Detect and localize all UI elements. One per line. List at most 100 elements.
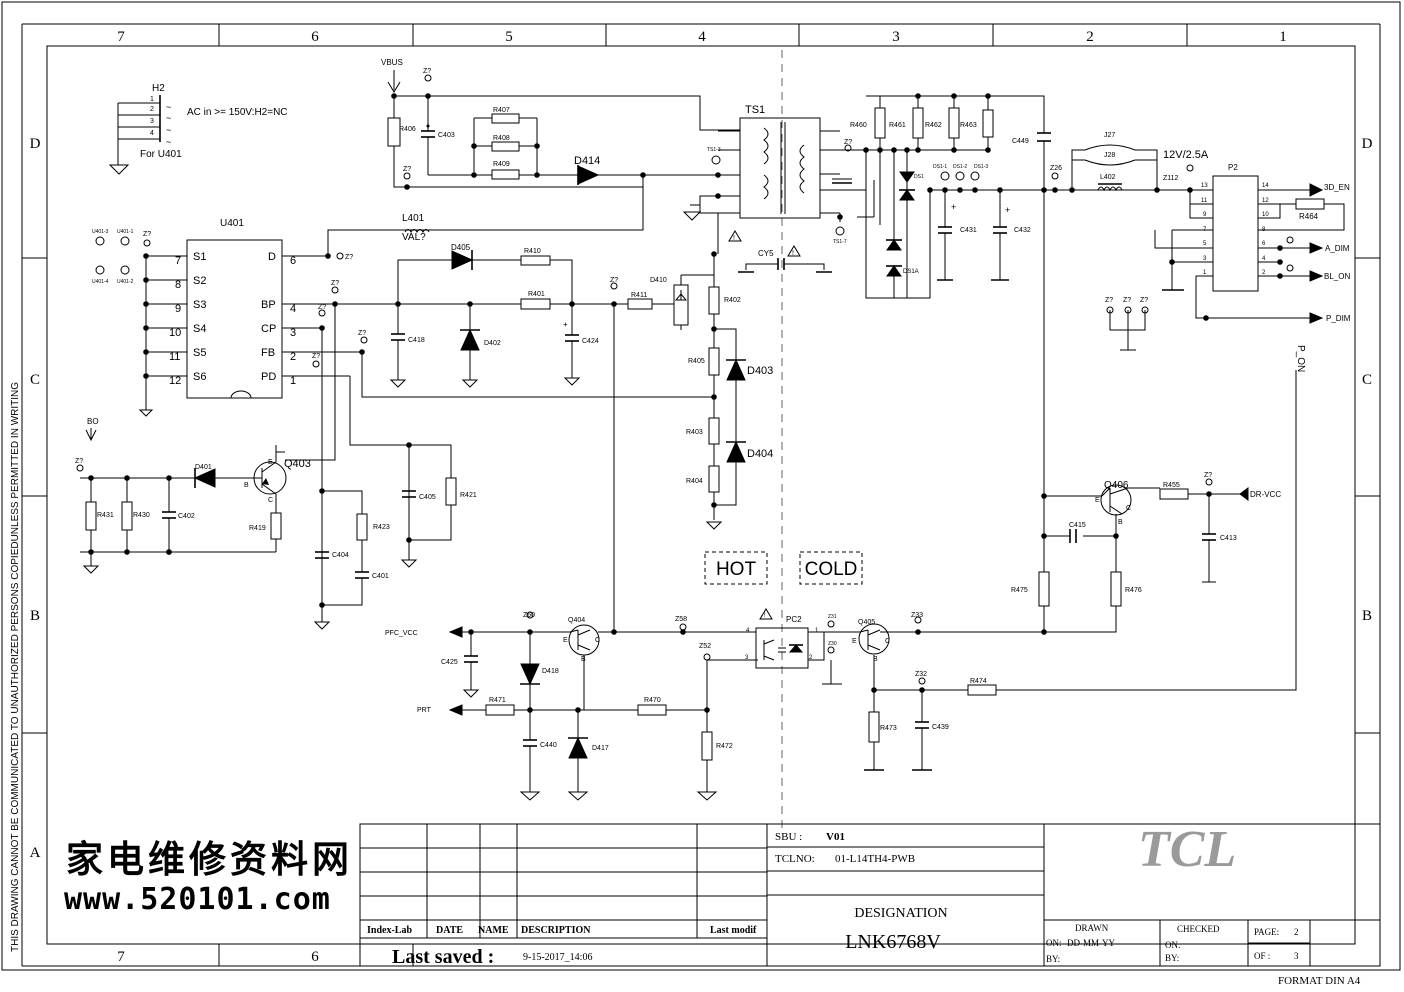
svg-text:PC2: PC2: [786, 615, 802, 624]
svg-text:+: +: [1005, 205, 1010, 215]
startup-network: D405 R410 R401 Z? C418 D402 + C424 R411 …: [389, 243, 714, 630]
svg-text:D403: D403: [747, 365, 773, 377]
svg-text:D405: D405: [451, 243, 471, 252]
svg-text:Z33: Z33: [911, 612, 923, 619]
svg-text:4: 4: [150, 130, 154, 137]
col-label: 5: [505, 29, 513, 45]
svg-text:Z?: Z?: [1123, 297, 1131, 304]
svg-text:L402: L402: [1100, 174, 1116, 181]
svg-text:C: C: [268, 497, 273, 504]
svg-text:3: 3: [745, 655, 749, 661]
svg-text:TS1-7: TS1-7: [833, 239, 847, 245]
svg-text:Z?: Z?: [312, 353, 320, 360]
row-label: B: [30, 608, 40, 624]
u401-right-wiring: Z? Z? Z? Z? Z?: [282, 175, 714, 605]
col-description: DESCRIPTION: [521, 925, 591, 936]
inner-border: [46, 45, 1356, 945]
h2-ref: H2: [152, 83, 165, 94]
svg-text:C401: C401: [372, 573, 389, 580]
outer-border: [1, 1, 1401, 971]
designation-value: LNK6768V: [845, 931, 941, 953]
checked-label: CHECKED: [1177, 924, 1220, 934]
h2-for-note: For U401: [140, 149, 182, 160]
svg-text:R470: R470: [644, 697, 661, 704]
row-label: D: [30, 136, 41, 152]
svg-text:DS1A: DS1A: [903, 269, 919, 275]
svg-text:Z?: Z?: [75, 458, 83, 465]
svg-text:C432: C432: [1014, 227, 1031, 234]
last-saved-value: 9-15-2017_14:06: [523, 952, 592, 963]
column-dividers: [22, 24, 1380, 966]
svg-text:S2: S2: [193, 275, 206, 287]
designation-label: DESIGNATION: [854, 906, 947, 921]
svg-text:+: +: [563, 320, 568, 329]
col-label: 3: [892, 29, 900, 45]
svg-text:B: B: [873, 656, 878, 663]
svg-text:Z?: Z?: [844, 139, 852, 146]
svg-text:A_DIM: A_DIM: [1325, 244, 1350, 253]
of-label: OF :: [1254, 951, 1270, 961]
drawn-label: DRAWN: [1075, 923, 1109, 933]
svg-text:C424: C424: [582, 338, 599, 345]
svg-text:C425: C425: [441, 659, 458, 666]
checked-on-label: ON:: [1165, 940, 1181, 950]
svg-text:1: 1: [1203, 270, 1207, 276]
svg-text:E: E: [852, 638, 857, 645]
svg-text:C405: C405: [419, 494, 436, 501]
col-last-modif: Last modif: [710, 925, 757, 936]
svg-text:D401: D401: [195, 464, 212, 471]
watermark-cn: 家电维修资料网: [66, 838, 353, 881]
svg-text:6: 6: [290, 255, 296, 267]
svg-text:P_DIM: P_DIM: [1326, 314, 1351, 323]
col-label: 1: [1279, 29, 1287, 45]
svg-text:R407: R407: [493, 107, 510, 114]
svg-text:R419: R419: [249, 525, 266, 532]
svg-text:FB: FB: [261, 347, 275, 359]
svg-text:BP: BP: [261, 299, 276, 311]
svg-text:R474: R474: [970, 678, 987, 685]
watermark: 家电维修资料网 www.520101.com: [64, 838, 353, 917]
svg-text:D404: D404: [747, 448, 773, 460]
row-labels: D C B A D C B: [30, 136, 1373, 861]
svg-text:C403: C403: [438, 132, 455, 139]
secondary-output: C449 R460 R461 R462 R463 DS1 DS1A DS1-1 …: [850, 93, 1300, 632]
brownout-network: BO Z? D401 R431 R430 C402 Q403 EBC R419: [75, 417, 311, 574]
svg-text:1: 1: [150, 96, 154, 103]
svg-text:C: C: [595, 637, 600, 644]
snubber-network: VBUS Z? R406 C403 Z? R407 R408 R409 D414: [381, 58, 740, 190]
svg-text:L401: L401: [402, 213, 425, 224]
u401-ref: U401: [220, 218, 244, 229]
svg-text:C402: C402: [178, 513, 195, 520]
last-saved-label: Last saved :: [392, 946, 494, 968]
svg-text:D402: D402: [484, 340, 501, 347]
svg-text:Q406: Q406: [1104, 480, 1129, 491]
svg-text:6: 6: [1262, 241, 1266, 247]
svg-text:C440: C440: [540, 742, 557, 749]
confidentiality-note: THIS DRAWING CANNOT BE COMMUNICATED TO U…: [10, 382, 21, 952]
svg-text:3: 3: [1203, 256, 1207, 262]
column-labels-top: 7 6 5 4 3 2 1: [117, 29, 1287, 45]
capacitor-cy5: CY5: [738, 249, 832, 273]
svg-text:Q403: Q403: [284, 458, 311, 470]
svg-text:2: 2: [1262, 270, 1266, 276]
svg-text:J28: J28: [1104, 152, 1115, 159]
of-value: 3: [1294, 951, 1299, 961]
svg-text:Z?: Z?: [318, 304, 326, 311]
svg-text:Z?: Z?: [610, 277, 618, 284]
svg-text:~: ~: [166, 113, 171, 123]
sbu-label: SBU :: [775, 831, 802, 843]
watermark-url: www.520101.com: [64, 882, 331, 917]
inductor-l401: L401 VAL?: [402, 213, 430, 243]
svg-text:5: 5: [1203, 241, 1207, 247]
svg-text:Z?: Z?: [345, 254, 353, 261]
svg-text:R431: R431: [97, 512, 114, 519]
svg-text:DS1-3: DS1-3: [974, 164, 988, 170]
svg-text:B: B: [1118, 519, 1123, 526]
svg-text:U401-3: U401-3: [92, 229, 109, 235]
svg-text:!: !: [764, 613, 766, 619]
svg-text:C418: C418: [408, 337, 425, 344]
svg-text:C404: C404: [332, 552, 349, 559]
row-label: A: [30, 845, 41, 861]
svg-text:Z52: Z52: [699, 643, 711, 650]
